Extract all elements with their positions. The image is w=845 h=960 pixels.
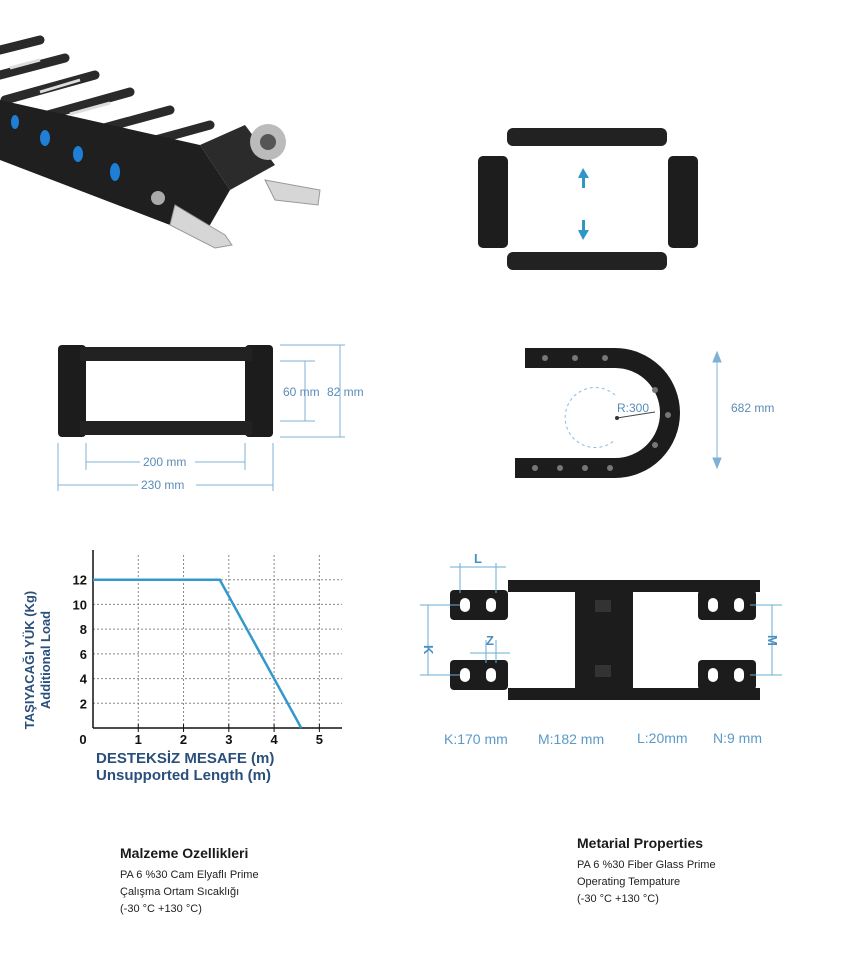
materials-tr-line: (-30 °C +130 °C) bbox=[120, 903, 202, 915]
chain-links bbox=[0, 35, 286, 225]
y-tick-label: 6 bbox=[80, 647, 87, 662]
blue-pins bbox=[11, 115, 120, 181]
bend-radius-drawing: R:300 682 mm bbox=[515, 348, 774, 478]
materials-tr-line: Çalışma Ortam Sıcaklığı bbox=[120, 886, 240, 898]
outer-width-label: 230 mm bbox=[141, 478, 184, 492]
load-curve bbox=[93, 578, 303, 729]
x-tick-label: 4 bbox=[270, 732, 278, 747]
y-tick-label: 4 bbox=[80, 672, 88, 687]
left-side-plate bbox=[478, 156, 508, 248]
x-tick-label: 2 bbox=[180, 732, 187, 747]
y-axis-label-en: Additional Load bbox=[38, 611, 53, 709]
outer-height-label: 82 mm bbox=[327, 385, 364, 399]
materials-en-block: Metarial Properties PA 6 %30 Fiber Glass… bbox=[577, 835, 716, 908]
top-crossbar bbox=[507, 128, 667, 146]
front-dimension-drawing: 60 mm 82 mm 200 mm 230 mm bbox=[57, 344, 364, 492]
right-side-plate bbox=[668, 156, 698, 248]
materials-en-title: Metarial Properties bbox=[577, 835, 704, 851]
mounting-bracket bbox=[169, 204, 233, 249]
inner-width-label: 200 mm bbox=[143, 455, 186, 469]
inner-height-label: 60 mm bbox=[283, 385, 320, 399]
x-tick-labels: 0 1 2 3 4 5 bbox=[79, 724, 323, 747]
dim-value-l: L:20mm bbox=[637, 730, 688, 746]
dim-K-label: K bbox=[421, 645, 436, 655]
y-tick-label: 10 bbox=[73, 597, 87, 612]
mounting-bracket-drawing: L K Z M K:170 mm M:182 mm L:20mm N:9 mm bbox=[420, 551, 782, 747]
dim-value-n: N:9 mm bbox=[713, 730, 762, 746]
materials-tr-title: Malzeme Ozellikleri bbox=[120, 845, 249, 861]
x-tick-label: 5 bbox=[316, 732, 323, 747]
y-tick-label: 12 bbox=[73, 573, 87, 588]
materials-en-line: Operating Tempature bbox=[577, 876, 681, 888]
cable-chain-photo bbox=[0, 35, 321, 249]
frame-assembly-diagram bbox=[478, 128, 698, 270]
arrow-down-icon bbox=[578, 220, 589, 240]
x-axis-label-en: Unsupported Length (m) bbox=[96, 767, 271, 784]
materials-tr-block: Malzeme Ozellikleri PA 6 %30 Cam Elyaflı… bbox=[120, 845, 259, 918]
mounting-bracket bbox=[264, 179, 321, 206]
x-tick-label: 3 bbox=[225, 732, 232, 747]
dim-Z-label: Z bbox=[486, 633, 494, 648]
materials-en-list: PA 6 %30 Fiber Glass Prime Operating Tem… bbox=[577, 857, 716, 908]
y-tick-label: 2 bbox=[80, 696, 87, 711]
bottom-crossbar bbox=[507, 252, 667, 270]
arrow-up-icon bbox=[578, 168, 589, 188]
x-axis-label-tr: DESTEKSİZ MESAFE (m) bbox=[96, 750, 274, 767]
bend-height-label: 682 mm bbox=[731, 401, 774, 415]
materials-en-line: PA 6 %30 Fiber Glass Prime bbox=[577, 859, 716, 871]
y-tick-label: 8 bbox=[80, 622, 87, 637]
materials-en-line: (-30 °C +130 °C) bbox=[577, 893, 659, 905]
dim-M-label: M bbox=[765, 635, 780, 646]
bend-radius-label: R:300 bbox=[617, 401, 649, 415]
x-tick-label: 1 bbox=[135, 732, 142, 747]
x-tick-label: 0 bbox=[79, 732, 86, 747]
materials-tr-line: PA 6 %30 Cam Elyaflı Prime bbox=[120, 869, 259, 881]
dim-L-label: L bbox=[474, 551, 482, 566]
y-axis-label-tr: TAŞIYACAĞI YÜK (Kg) bbox=[22, 591, 37, 729]
materials-tr-list: PA 6 %30 Cam Elyaflı Prime Çalışma Ortam… bbox=[120, 867, 259, 918]
dim-value-m: M:182 mm bbox=[538, 731, 604, 747]
dim-value-k: K:170 mm bbox=[444, 731, 508, 747]
chart-axes bbox=[92, 550, 342, 729]
y-tick-labels: 2 4 6 8 10 12 bbox=[73, 573, 88, 712]
